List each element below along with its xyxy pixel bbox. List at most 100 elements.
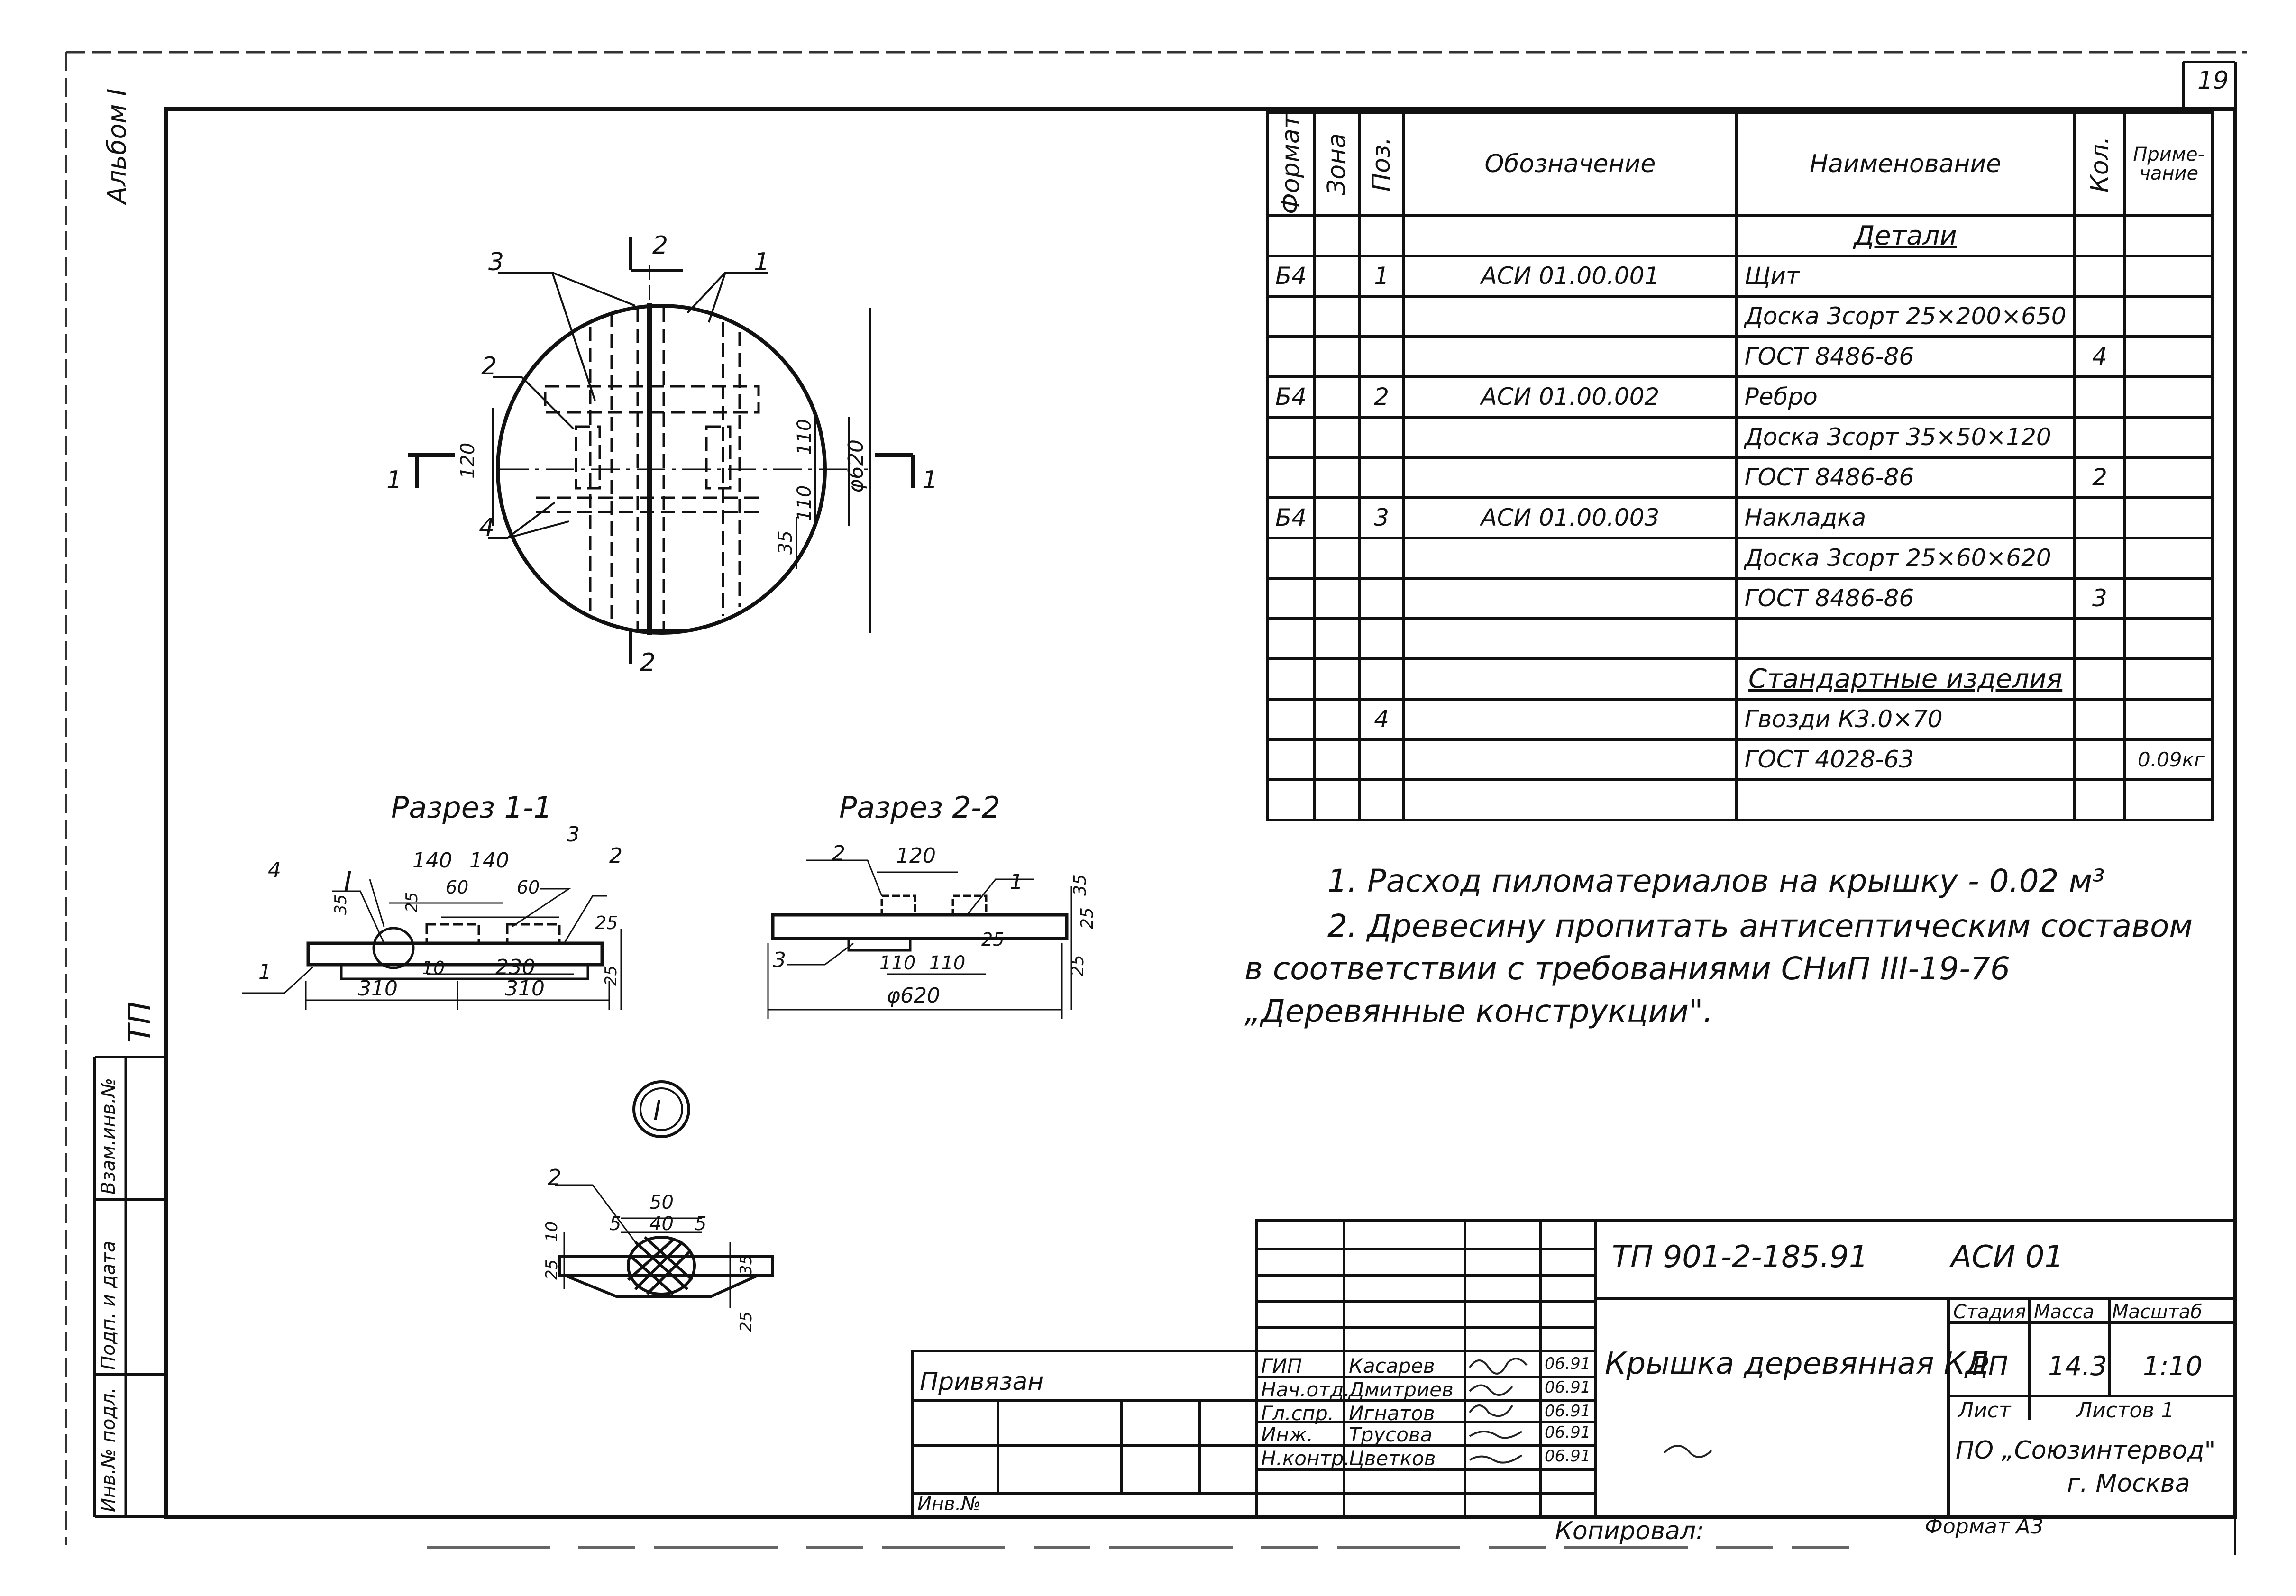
scale-label: Масштаб [2112,1301,2203,1323]
svg-text:35: 35 [1070,874,1090,896]
section-1-callout: 4 [268,858,281,882]
cell-zone [1313,496,1361,539]
svg-text:120: 120 [896,844,936,868]
cell-zone [1313,697,1361,741]
svg-text:60: 60 [446,877,468,898]
svg-text:50: 50 [649,1192,674,1213]
cell-format [1265,335,1317,378]
cell-name: ГОСТ 4028-63 [1735,738,2076,781]
cell-format [1265,456,1317,499]
person-date: 06.91 [1545,1354,1591,1373]
doc-mark: АСИ 01 [1951,1240,2064,1275]
person-name: Игнатов [1349,1402,1435,1425]
cell-designation [1402,576,1738,620]
person-name: Трусова [1349,1423,1433,1446]
cell-name: ГОСТ 8486-86 [1735,456,2076,499]
cell-qty [2073,496,2127,539]
cell-designation [1402,778,1738,821]
spec-row: Детали [1265,214,2214,257]
svg-text:10: 10 [422,958,445,978]
section-2-callout: 3 [773,948,786,972]
svg-text:60: 60 [517,877,540,898]
cell-format [1265,576,1317,620]
svg-text:35: 35 [331,894,350,915]
cell-qty [2073,617,2127,660]
svg-text:40: 40 [649,1213,674,1235]
cell-zone [1313,778,1361,821]
spec-row: Доска 3сорт 25×200×650 [1265,294,2214,338]
stage-label: Стадия [1953,1301,2026,1323]
plan-callout: 3 [488,248,504,276]
cell-designation [1402,294,1738,338]
cell-pos [1358,617,1406,660]
svg-text:230: 230 [495,955,535,979]
cell-designation [1402,657,1738,701]
person-date: 06.91 [1545,1378,1591,1397]
cell-pos: 3 [1358,496,1406,539]
person-role: Гл.спр. [1261,1402,1335,1425]
org-city: г. Москва [2067,1469,2190,1498]
cell-pos [1358,294,1406,338]
cell-name: Ребро [1735,375,2076,419]
spec-row [1265,617,2214,660]
plan-dim: 35 [775,530,796,555]
svg-text:25: 25 [981,929,1004,950]
detail-mark: I [344,866,352,898]
cell-zone [1313,375,1361,419]
cell-format [1265,415,1317,459]
cell-format: Б4 [1265,375,1317,419]
cell-pos: 4 [1358,697,1406,741]
svg-text:25: 25 [542,1259,561,1280]
cell-name: Детали [1735,214,2076,257]
cell-format [1265,697,1317,741]
cell-pos [1358,657,1406,701]
cell-note [2123,778,2214,821]
spec-table: Формат Зона Поз. Обозначение Наименовани… [1265,111,2214,821]
mass-label: Масса [2034,1301,2095,1323]
cell-note [2123,617,2214,660]
cell-qty [2073,294,2127,338]
cell-pos [1358,778,1406,821]
plan-dim: 110 [794,419,815,455]
cell-zone [1313,738,1361,781]
plan-callout: 2 [481,352,497,381]
plan-dim: φ620 [844,439,868,493]
cell-designation [1402,617,1738,660]
cell-name: Стандартные изделия [1735,657,2076,701]
cell-zone [1313,617,1361,660]
cell-qty: 4 [2073,335,2127,378]
spec-row: Доска 3сорт 35×50×120 [1265,415,2214,459]
svg-text:35: 35 [737,1255,756,1275]
cell-designation [1402,697,1738,741]
detail-circle-mark: I [653,1095,661,1126]
section-1-title: Разрез 1-1 [391,790,552,825]
cell-pos [1358,214,1406,257]
cell-designation [1402,456,1738,499]
spec-row: Доска 3сорт 25×60×620 [1265,536,2214,580]
cell-name: Доска 3сорт 25×60×620 [1735,536,2076,580]
header-name: Наименование [1735,111,2076,217]
doc-code: ТП 901-2-185.91 [1612,1240,1868,1275]
svg-text:110: 110 [929,952,965,974]
cell-name: ГОСТ 8486-86 [1735,335,2076,378]
cell-designation [1402,536,1738,580]
person-role: Н.контр. [1261,1447,1350,1470]
cell-qty [2073,375,2127,419]
person-name: Касарев [1349,1354,1435,1377]
cell-qty [2073,778,2127,821]
svg-text:25: 25 [1068,955,1088,976]
cell-name: Доска 3сорт 35×50×120 [1735,415,2076,459]
org-name: ПО „Союзинтервод" [1956,1436,2216,1465]
cell-format [1265,738,1317,781]
plan-section-mark: 2 [652,231,668,260]
cell-note [2123,496,2214,539]
svg-text:25: 25 [737,1312,756,1332]
svg-text:25: 25 [595,912,618,933]
person-role: Нач.отд. [1261,1378,1351,1401]
cell-pos [1358,335,1406,378]
